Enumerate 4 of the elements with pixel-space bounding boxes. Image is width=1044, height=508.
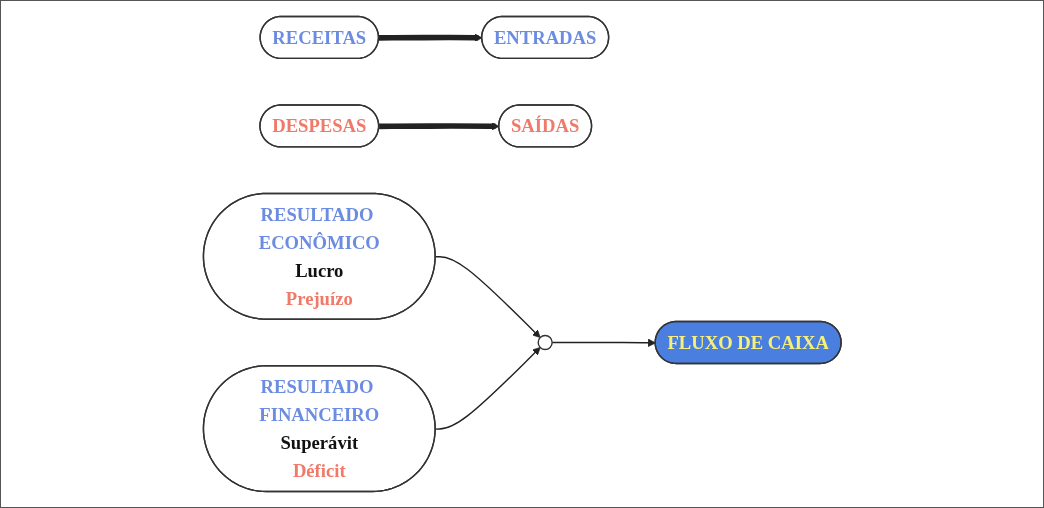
arrow xyxy=(551,338,656,347)
arrow xyxy=(434,347,541,430)
arrow xyxy=(434,256,541,338)
node-circle xyxy=(537,334,553,351)
